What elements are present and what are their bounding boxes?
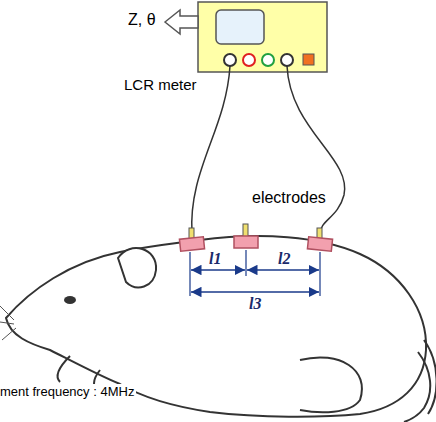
rat-whiskers — [0, 306, 16, 340]
output-label: Z, θ — [128, 11, 156, 29]
lcr-meter-housing — [198, 2, 327, 72]
distance-label: l2 — [277, 250, 291, 268]
rat-tail — [424, 340, 436, 414]
electrode-pad — [234, 236, 258, 248]
node-label: LCR meter — [124, 76, 197, 93]
electrode-label: electrodes — [252, 189, 326, 207]
wire — [192, 66, 230, 234]
terminal — [224, 54, 236, 66]
distance-label: l3 — [248, 295, 262, 313]
terminal — [243, 54, 255, 66]
frequency-note: ment frequency : 4MHz — [0, 384, 136, 399]
rat-tail — [404, 352, 430, 422]
electrode-pad — [307, 237, 332, 251]
power-button — [303, 54, 314, 65]
rat-ear — [118, 248, 156, 287]
terminal — [281, 54, 293, 66]
dimension-line — [247, 269, 319, 271]
output-arrow — [165, 10, 198, 34]
dimension-line — [191, 269, 245, 271]
lcr-meter-screen — [216, 10, 264, 44]
rat-hind-leg — [300, 357, 362, 412]
rat-eye — [64, 296, 76, 304]
extension-line — [190, 250, 320, 296]
terminal — [262, 54, 274, 66]
electrode-pad — [179, 237, 204, 251]
dimension-line — [191, 291, 319, 293]
distance-label: l1 — [208, 250, 222, 268]
wire — [287, 66, 345, 234]
